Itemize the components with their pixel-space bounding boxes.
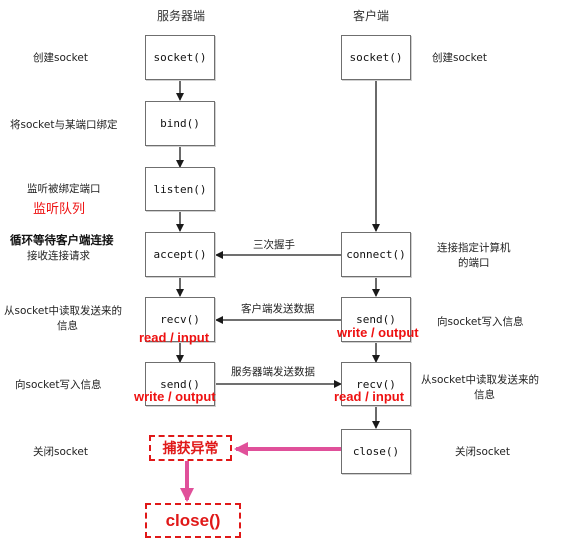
left-label-send: 向socket写入信息 bbox=[15, 379, 102, 391]
server-socket-box: socket() bbox=[145, 35, 215, 80]
server-read-annotation: read / input bbox=[139, 330, 210, 345]
left-label-recv-line1: 从socket中读取发送来的 bbox=[4, 305, 122, 317]
left-label-accept-loop: 循环等待客户端连接 bbox=[10, 233, 114, 247]
client-close-box: close() bbox=[341, 429, 411, 474]
client-socket-box: socket() bbox=[341, 35, 411, 80]
right-label-connect-line1: 连接指定计算机 bbox=[437, 242, 511, 254]
server-send-box: send() bbox=[145, 362, 215, 406]
exception-close-label: close() bbox=[165, 510, 221, 530]
exception-close-box: close() bbox=[145, 503, 241, 538]
client-connect-box: connect() bbox=[341, 232, 411, 277]
left-label-recv-line2: 信息 bbox=[57, 320, 78, 332]
catch-exception-label: 捕获异常 bbox=[162, 441, 219, 457]
right-label-connect-line2: 的端口 bbox=[458, 257, 490, 269]
server-bind-box: bind() bbox=[145, 101, 215, 146]
server-accept-box: accept() bbox=[145, 232, 215, 277]
left-label-bind: 将socket与某端口绑定 bbox=[10, 119, 118, 131]
right-label-close: 关闭socket bbox=[455, 446, 510, 458]
server-header: 服务器端 bbox=[157, 9, 206, 23]
right-label-create: 创建socket bbox=[432, 52, 487, 64]
server-write-annotation: write / output bbox=[134, 389, 216, 404]
server-send-data-label: 服务器端发送数据 bbox=[231, 366, 315, 378]
right-label-recv-line1: 从socket中读取发送来的 bbox=[421, 374, 539, 386]
client-recv-box: recv() bbox=[341, 362, 411, 406]
left-label-listen-queue: 监听队列 bbox=[33, 202, 86, 217]
client-send-data-label: 客户端发送数据 bbox=[241, 303, 315, 315]
right-label-recv-line2: 信息 bbox=[474, 389, 495, 401]
server-listen-box: listen() bbox=[145, 167, 215, 211]
handshake-label: 三次握手 bbox=[253, 239, 295, 251]
left-label-close: 关闭socket bbox=[33, 446, 88, 458]
right-label-send: 向socket写入信息 bbox=[437, 316, 524, 328]
catch-exception-box: 捕获异常 bbox=[149, 435, 232, 461]
left-label-create: 创建socket bbox=[33, 52, 88, 64]
client-write-annotation: write / output bbox=[337, 325, 419, 340]
client-header: 客户端 bbox=[353, 9, 390, 23]
server-recv-box: recv() bbox=[145, 297, 215, 342]
client-read-annotation: read / input bbox=[334, 389, 405, 404]
client-send-box: send() bbox=[341, 297, 411, 342]
left-label-listen: 监听被绑定端口 bbox=[27, 183, 101, 195]
left-label-accept-recv: 接收连接请求 bbox=[27, 250, 90, 262]
